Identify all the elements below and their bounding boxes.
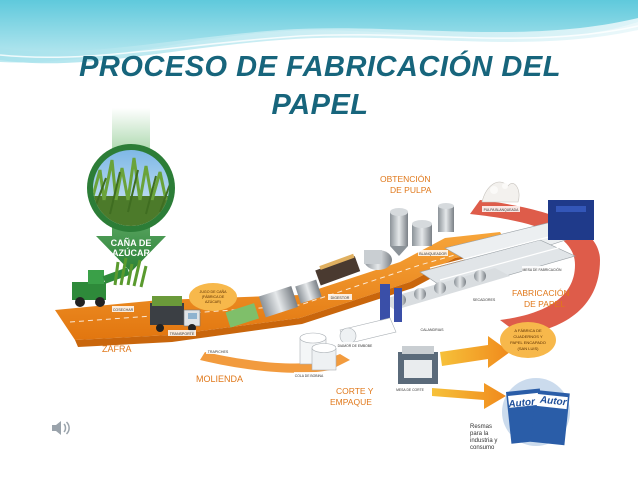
tag-pulpa-blanqueada: PULPA BLANQUEADA — [484, 208, 520, 212]
harvester-machine — [72, 257, 148, 307]
small-tags: COSECHAR TRANSPORTE TRAPICHES DIGESTOR B… — [112, 206, 562, 392]
resmas-text-3: industria y — [470, 438, 497, 444]
tag-cosechar: COSECHAR — [113, 308, 134, 312]
tag-secadores: SECADORES — [473, 298, 496, 302]
cane-label-line-2: AZÚCAR — [112, 247, 150, 258]
resmas-caption: Resmas para la industria y consumo — [470, 424, 497, 451]
paper-rolls — [299, 317, 397, 371]
tag-calandrias: CALANDRIAS — [421, 328, 445, 332]
tag-mesa-corte: MESA DE CORTE — [396, 388, 425, 392]
notebook-factory-bubble: A FÁBRICA DE CUADERNOS Y PAPEL ENCAPADO … — [500, 322, 556, 358]
tag-cola-bobina: COLA DE BOBINA — [295, 374, 324, 378]
stage-fabricacion-2: DE PAPEL — [524, 299, 565, 309]
juice-text-1: JUGO DE CAÑA — [200, 289, 228, 294]
juice-text-2: (FÁBRICA DE — [202, 295, 225, 299]
dryer-rollers — [380, 268, 510, 322]
resmas-text-2: para la — [470, 431, 489, 437]
sugarcane-arrow: CAÑA DE AZÚCAR — [87, 108, 175, 272]
digestor-tank — [315, 253, 361, 286]
brand-label-left: Autor — [507, 397, 537, 411]
cane-label-line-1: CAÑA DE — [111, 238, 152, 248]
mill-rollers — [225, 279, 322, 328]
stage-molienda: MOLIENDA — [196, 374, 243, 384]
stage-corte-2: EMPAQUE — [330, 397, 372, 407]
output-arrows — [432, 336, 510, 409]
stage-fabricacion-1: FABRICACIÓN — [512, 288, 570, 298]
stage-obtencion-2: DE PULPA — [390, 185, 432, 195]
bleached-pulp-pile — [481, 181, 520, 203]
brand-label-right: Autor — [538, 395, 568, 409]
stage-corte-1: CORTE Y — [336, 386, 374, 396]
pulp-cylinder — [364, 250, 392, 270]
stage-zafra: ZAFRA — [102, 344, 132, 354]
fabrica-text-1: A FÁBRICA DE — [514, 328, 542, 333]
juice-bubble: JUGO DE CAÑA (FÁBRICA DE AZÚCAR) — [189, 283, 237, 311]
juice-text-3: AZÚCAR) — [205, 299, 221, 304]
title-line-2: PAPEL — [271, 89, 369, 121]
tag-transporte: TRANSPORTE — [170, 332, 195, 336]
top-wave-decoration — [0, 0, 638, 64]
resmas-text-1: Resmas — [470, 424, 492, 430]
stage-obtencion-1: OBTENCIÓN — [380, 174, 431, 184]
cutting-machine — [398, 346, 438, 384]
autor-paper-reams: Autor Autor — [502, 378, 570, 446]
fabrica-text-3: PAPEL ENCAPADO — [510, 340, 546, 345]
resmas-text-4: consumo — [470, 445, 495, 451]
pulp-silos — [390, 203, 454, 256]
title-line-1: PROCESO DE FABRICACIÓN DEL — [79, 51, 561, 83]
tag-mesa-fabricacion: MESA DE FABRICACIÓN — [523, 267, 563, 272]
fabrica-text-2: CUADERNOS Y — [513, 334, 543, 339]
fabrica-text-4: (SAN LUIS) — [518, 346, 540, 351]
tag-digestor: DIGESTOR — [331, 296, 350, 300]
transport-truck — [150, 296, 201, 332]
speaker-icon[interactable] — [50, 418, 72, 438]
tag-trapiches: TRAPICHES — [208, 350, 229, 354]
slide-title: PROCESO DE FABRICACIÓN DEL PAPEL — [40, 48, 600, 124]
tag-bobina: DIAMOR DE EMBOBE — [338, 344, 373, 348]
tag-blanqueador: BLANQUEADOR — [419, 252, 447, 256]
